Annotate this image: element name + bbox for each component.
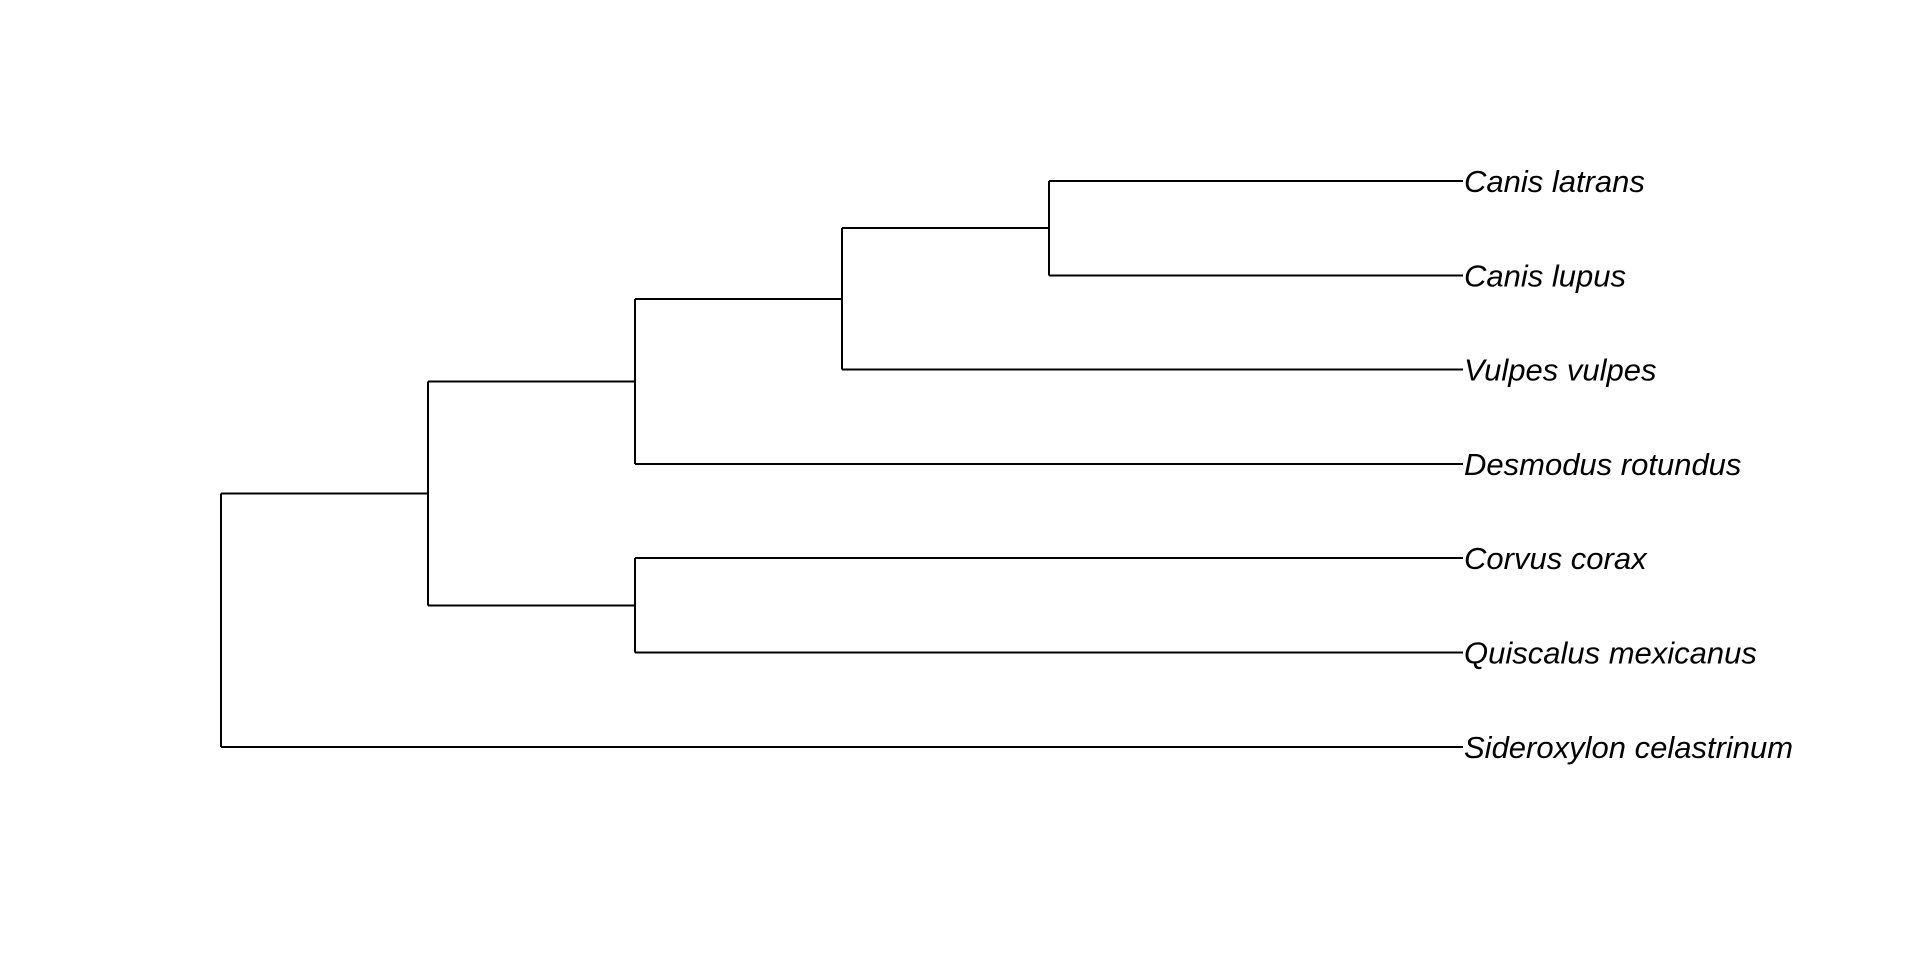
tip-label: Canis lupus [1464,258,1626,293]
tip-label: Desmodus rotundus [1464,447,1741,482]
tree-branches [220,180,1463,748]
tip-label: Quiscalus mexicanus [1464,636,1757,671]
tip-label: Corvus corax [1464,541,1648,576]
tip-label: Canis latrans [1464,164,1645,199]
tip-label: Vulpes vulpes [1464,353,1656,388]
tip-label: Sideroxylon celastrinum [1464,730,1793,765]
